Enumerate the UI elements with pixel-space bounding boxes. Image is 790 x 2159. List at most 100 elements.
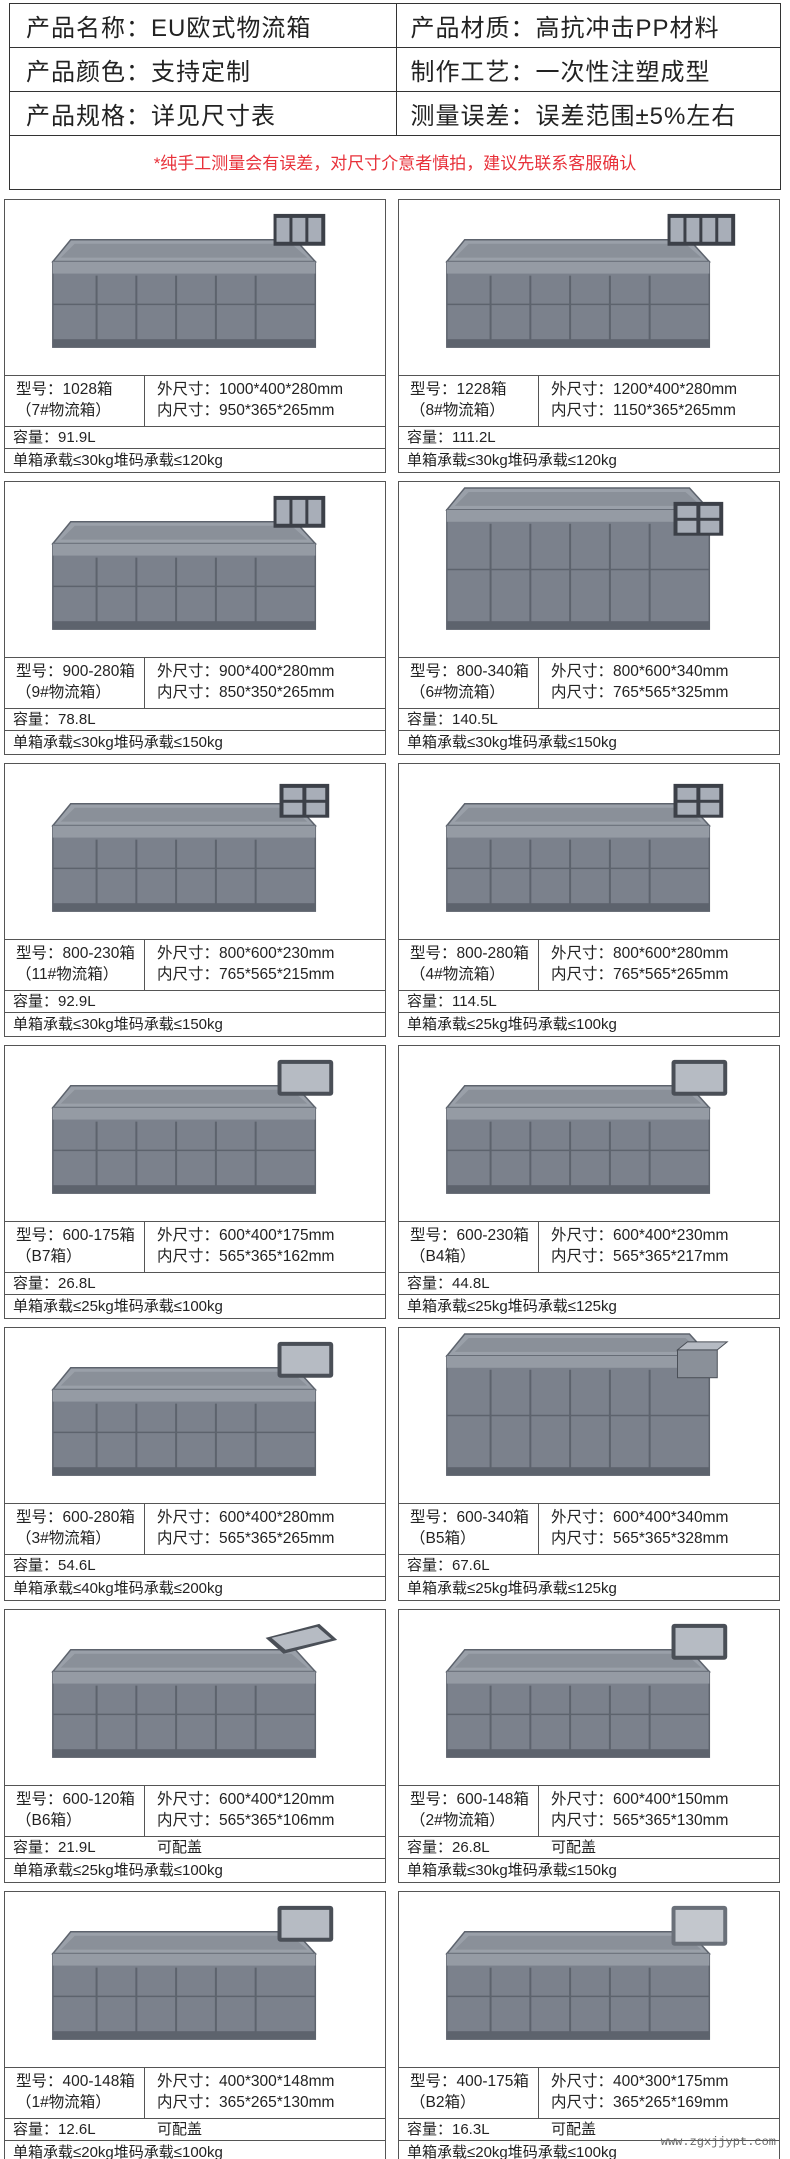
dimensions-cell: 外尺寸：900*400*280mm 内尺寸：850*350*265mm [145,658,385,708]
model-alias: （2#物流箱） [410,1812,505,1829]
capacity-row: 容量：140.5L [399,709,779,731]
model-number: 型号：600-120箱 [16,1791,135,1808]
load-rating: 单箱承载≤25kg堆码承载≤125kg [407,1580,617,1597]
load-rating: 单箱承载≤20kg堆码承载≤100kg [407,2144,617,2159]
outer-dimensions: 外尺寸：600*400*150mm [551,1791,729,1808]
product-info: 型号：1228箱 （8#物流箱） 外尺寸：1200*400*280mm 内尺寸：… [399,376,779,427]
outer-dimensions: 外尺寸：1000*400*280mm [157,381,344,398]
spec-table: 产品名称：EU欧式物流箱 产品材质：高抗冲击PP材料 产品颜色：支持定制 制作工… [9,3,781,190]
lid-icon [673,501,724,536]
capacity-row: 容量：92.9L [5,991,385,1013]
product-photo [5,1610,385,1786]
dimensions-cell: 外尺寸：600*400*230mm 内尺寸：565*365*217mm [539,1222,779,1272]
model-alias: （3#物流箱） [16,1530,111,1547]
lid-available: 可配盖 [157,2121,203,2138]
model-number: 型号：600-175箱 [16,1227,135,1244]
model-alias: （9#物流箱） [16,684,111,701]
inner-dimensions: 内尺寸：1150*365*265mm [551,402,736,419]
model-number: 型号：600-340箱 [410,1509,529,1526]
inner-dimensions: 内尺寸：765*565*325mm [551,684,729,701]
load-rating: 单箱承载≤30kg堆码承载≤150kg [407,1862,617,1879]
product-info: 型号：800-340箱 （6#物流箱） 外尺寸：800*600*340mm 内尺… [399,658,779,709]
crate-illustration [445,783,724,912]
product-card: 型号：600-148箱 （2#物流箱） 外尺寸：600*400*150mm 内尺… [398,1609,780,1883]
capacity-row: 容量：78.8L [5,709,385,731]
crate-illustration [445,487,724,630]
inner-dimensions: 内尺寸：565*365*265mm [157,1530,335,1547]
model-cell: 型号：800-230箱 （11#物流箱） [5,940,145,990]
product-photo [5,1046,385,1222]
product-info: 型号：400-148箱 （1#物流箱） 外尺寸：400*300*148mm 内尺… [5,2068,385,2119]
model-number: 型号：800-230箱 [16,945,135,962]
lid-icon [279,783,330,818]
model-alias: （B6箱） [16,1812,82,1829]
spec-row: 产品颜色：支持定制 制作工艺：一次性注塑成型 [10,48,780,92]
measurement-note: *纯手工测量会有误差，对尺寸介意者慎拍，建议先联系客服确认 [153,153,637,173]
inner-dimensions: 内尺寸：765*565*215mm [157,966,335,983]
outer-dimensions: 外尺寸：600*400*280mm [157,1509,335,1526]
product-info: 型号：600-280箱 （3#物流箱） 外尺寸：600*400*280mm 内尺… [5,1504,385,1555]
dimensions-cell: 外尺寸：800*600*340mm 内尺寸：765*565*325mm [539,658,779,708]
crate-illustration [445,1905,728,2040]
load-rating: 单箱承载≤25kg堆码承载≤100kg [13,1298,223,1315]
model-cell: 型号：600-175箱 （B7箱） [5,1222,145,1272]
model-cell: 型号：600-148箱 （2#物流箱） [399,1786,539,1836]
load-rating: 单箱承载≤25kg堆码承载≤100kg [407,1016,617,1033]
outer-dimensions: 外尺寸：600*400*175mm [157,1227,335,1244]
product-photo [5,764,385,940]
model-alias: （B7箱） [16,1248,82,1265]
product-photo [5,200,385,376]
product-card: 型号：800-340箱 （6#物流箱） 外尺寸：800*600*340mm 内尺… [398,481,780,755]
outer-dimensions: 外尺寸：900*400*280mm [157,663,335,680]
model-number: 型号：900-280箱 [16,663,135,680]
load-rating: 单箱承载≤20kg堆码承载≤100kg [13,2144,223,2159]
inner-dimensions: 内尺寸：565*365*130mm [551,1812,729,1829]
model-number: 型号：600-280箱 [16,1509,135,1526]
lid-icon [265,1623,338,1654]
crate-illustration [51,1905,334,2040]
model-alias: （B4箱） [410,1248,476,1265]
capacity-value: 容量：91.9L [13,429,96,446]
capacity-row: 容量：67.6L [399,1555,779,1577]
model-cell: 型号：600-280箱 （3#物流箱） [5,1504,145,1554]
product-info: 型号：800-230箱 （11#物流箱） 外尺寸：800*600*230mm 内… [5,940,385,991]
product-info: 型号：400-175箱 （B2箱） 外尺寸：400*300*175mm 内尺寸：… [399,2068,779,2119]
model-cell: 型号：600-340箱 （B5箱） [399,1504,539,1554]
dimensions-cell: 外尺寸：800*600*280mm 内尺寸：765*565*265mm [539,940,779,990]
crate-illustration [51,495,326,630]
spec-size: 产品规格：详见尺寸表 [26,103,276,130]
inner-dimensions: 内尺寸：850*350*265mm [157,684,335,701]
product-info: 型号：600-120箱 （B6箱） 外尺寸：600*400*120mm 内尺寸：… [5,1786,385,1837]
crate-illustration [51,1341,334,1476]
capacity-row: 容量：44.8L [399,1273,779,1295]
product-photo [399,482,779,658]
outer-dimensions: 外尺寸：400*300*175mm [551,2073,729,2090]
product-photo [399,764,779,940]
model-alias: （1#物流箱） [16,2094,111,2111]
product-card: 型号：600-230箱 （B4箱） 外尺寸：600*400*230mm 内尺寸：… [398,1045,780,1319]
product-card: 型号：400-175箱 （B2箱） 外尺寸：400*300*175mm 内尺寸：… [398,1891,780,2159]
product-photo [399,200,779,376]
product-card: 型号：600-175箱 （B7箱） 外尺寸：600*400*175mm 内尺寸：… [4,1045,386,1319]
outer-dimensions: 外尺寸：800*600*340mm [551,663,729,680]
dimensions-cell: 外尺寸：1000*400*280mm 内尺寸：950*365*265mm [145,376,385,426]
capacity-value: 容量：78.8L [13,711,96,728]
model-alias: （B2箱） [410,2094,476,2111]
capacity-value: 容量：92.9L [13,993,96,1010]
outer-dimensions: 外尺寸：800*600*230mm [157,945,335,962]
model-number: 型号：800-280箱 [410,945,529,962]
capacity-row: 容量：26.8L [5,1273,385,1295]
capacity-row: 容量：26.8L 可配盖 [399,1837,779,1859]
product-info: 型号：600-230箱 （B4箱） 外尺寸：600*400*230mm 内尺寸：… [399,1222,779,1273]
capacity-row: 容量：54.6L [5,1555,385,1577]
product-card: 型号：600-280箱 （3#物流箱） 外尺寸：600*400*280mm 内尺… [4,1327,386,1601]
capacity-value: 容量：26.8L [13,1275,96,1292]
inner-dimensions: 内尺寸：565*365*217mm [551,1248,729,1265]
capacity-row: 容量：16.3L 可配盖 [399,2119,779,2141]
load-rating: 单箱承载≤30kg堆码承载≤120kg [13,452,223,469]
lid-icon [676,1341,729,1379]
outer-dimensions: 外尺寸：600*400*340mm [551,1509,729,1526]
model-number: 型号：800-340箱 [410,663,529,680]
crate-illustration [445,1059,728,1194]
capacity-value: 容量：111.2L [407,429,496,446]
